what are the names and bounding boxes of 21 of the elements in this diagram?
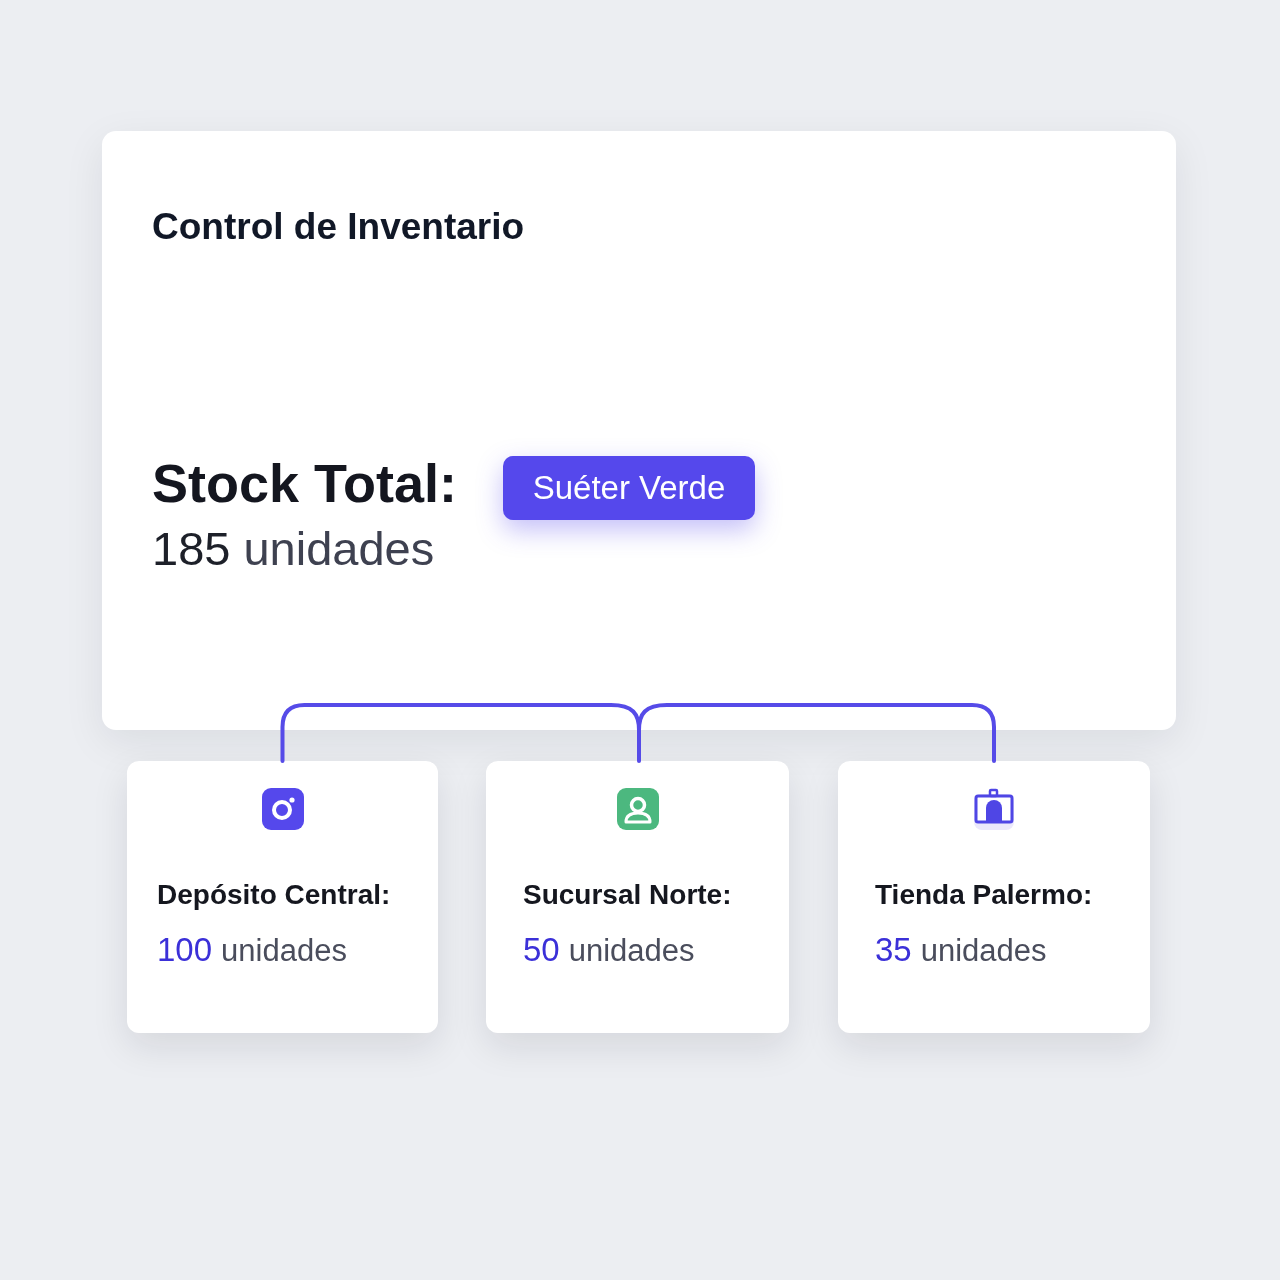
location-name: Depósito Central:: [157, 878, 391, 912]
location-card: [127, 761, 438, 1033]
panel-title: Control de Inventario: [152, 205, 525, 249]
location-name: Tienda Palermo:: [875, 878, 1093, 912]
panel-card: [102, 131, 1176, 730]
location-card: [486, 761, 789, 1033]
unit-count: 100: [157, 930, 213, 970]
unit-count: 35: [875, 930, 912, 970]
location-name: Sucursal Norte:: [523, 878, 732, 912]
location-card: [838, 761, 1150, 1033]
unit-count: 50: [523, 930, 560, 970]
stock-count: 185: [152, 521, 231, 577]
unit-label: unidades: [221, 932, 347, 970]
product-tag: Suéter Verde: [503, 456, 755, 520]
unit-label: unidades: [243, 521, 435, 577]
connector-line: [637, 728, 641, 763]
unit-label: unidades: [920, 932, 1047, 970]
unit-label: unidades: [568, 932, 695, 970]
connector-line: [637, 703, 996, 763]
connector-line: [280, 703, 641, 763]
stock-label: Stock Total:: [152, 452, 457, 515]
